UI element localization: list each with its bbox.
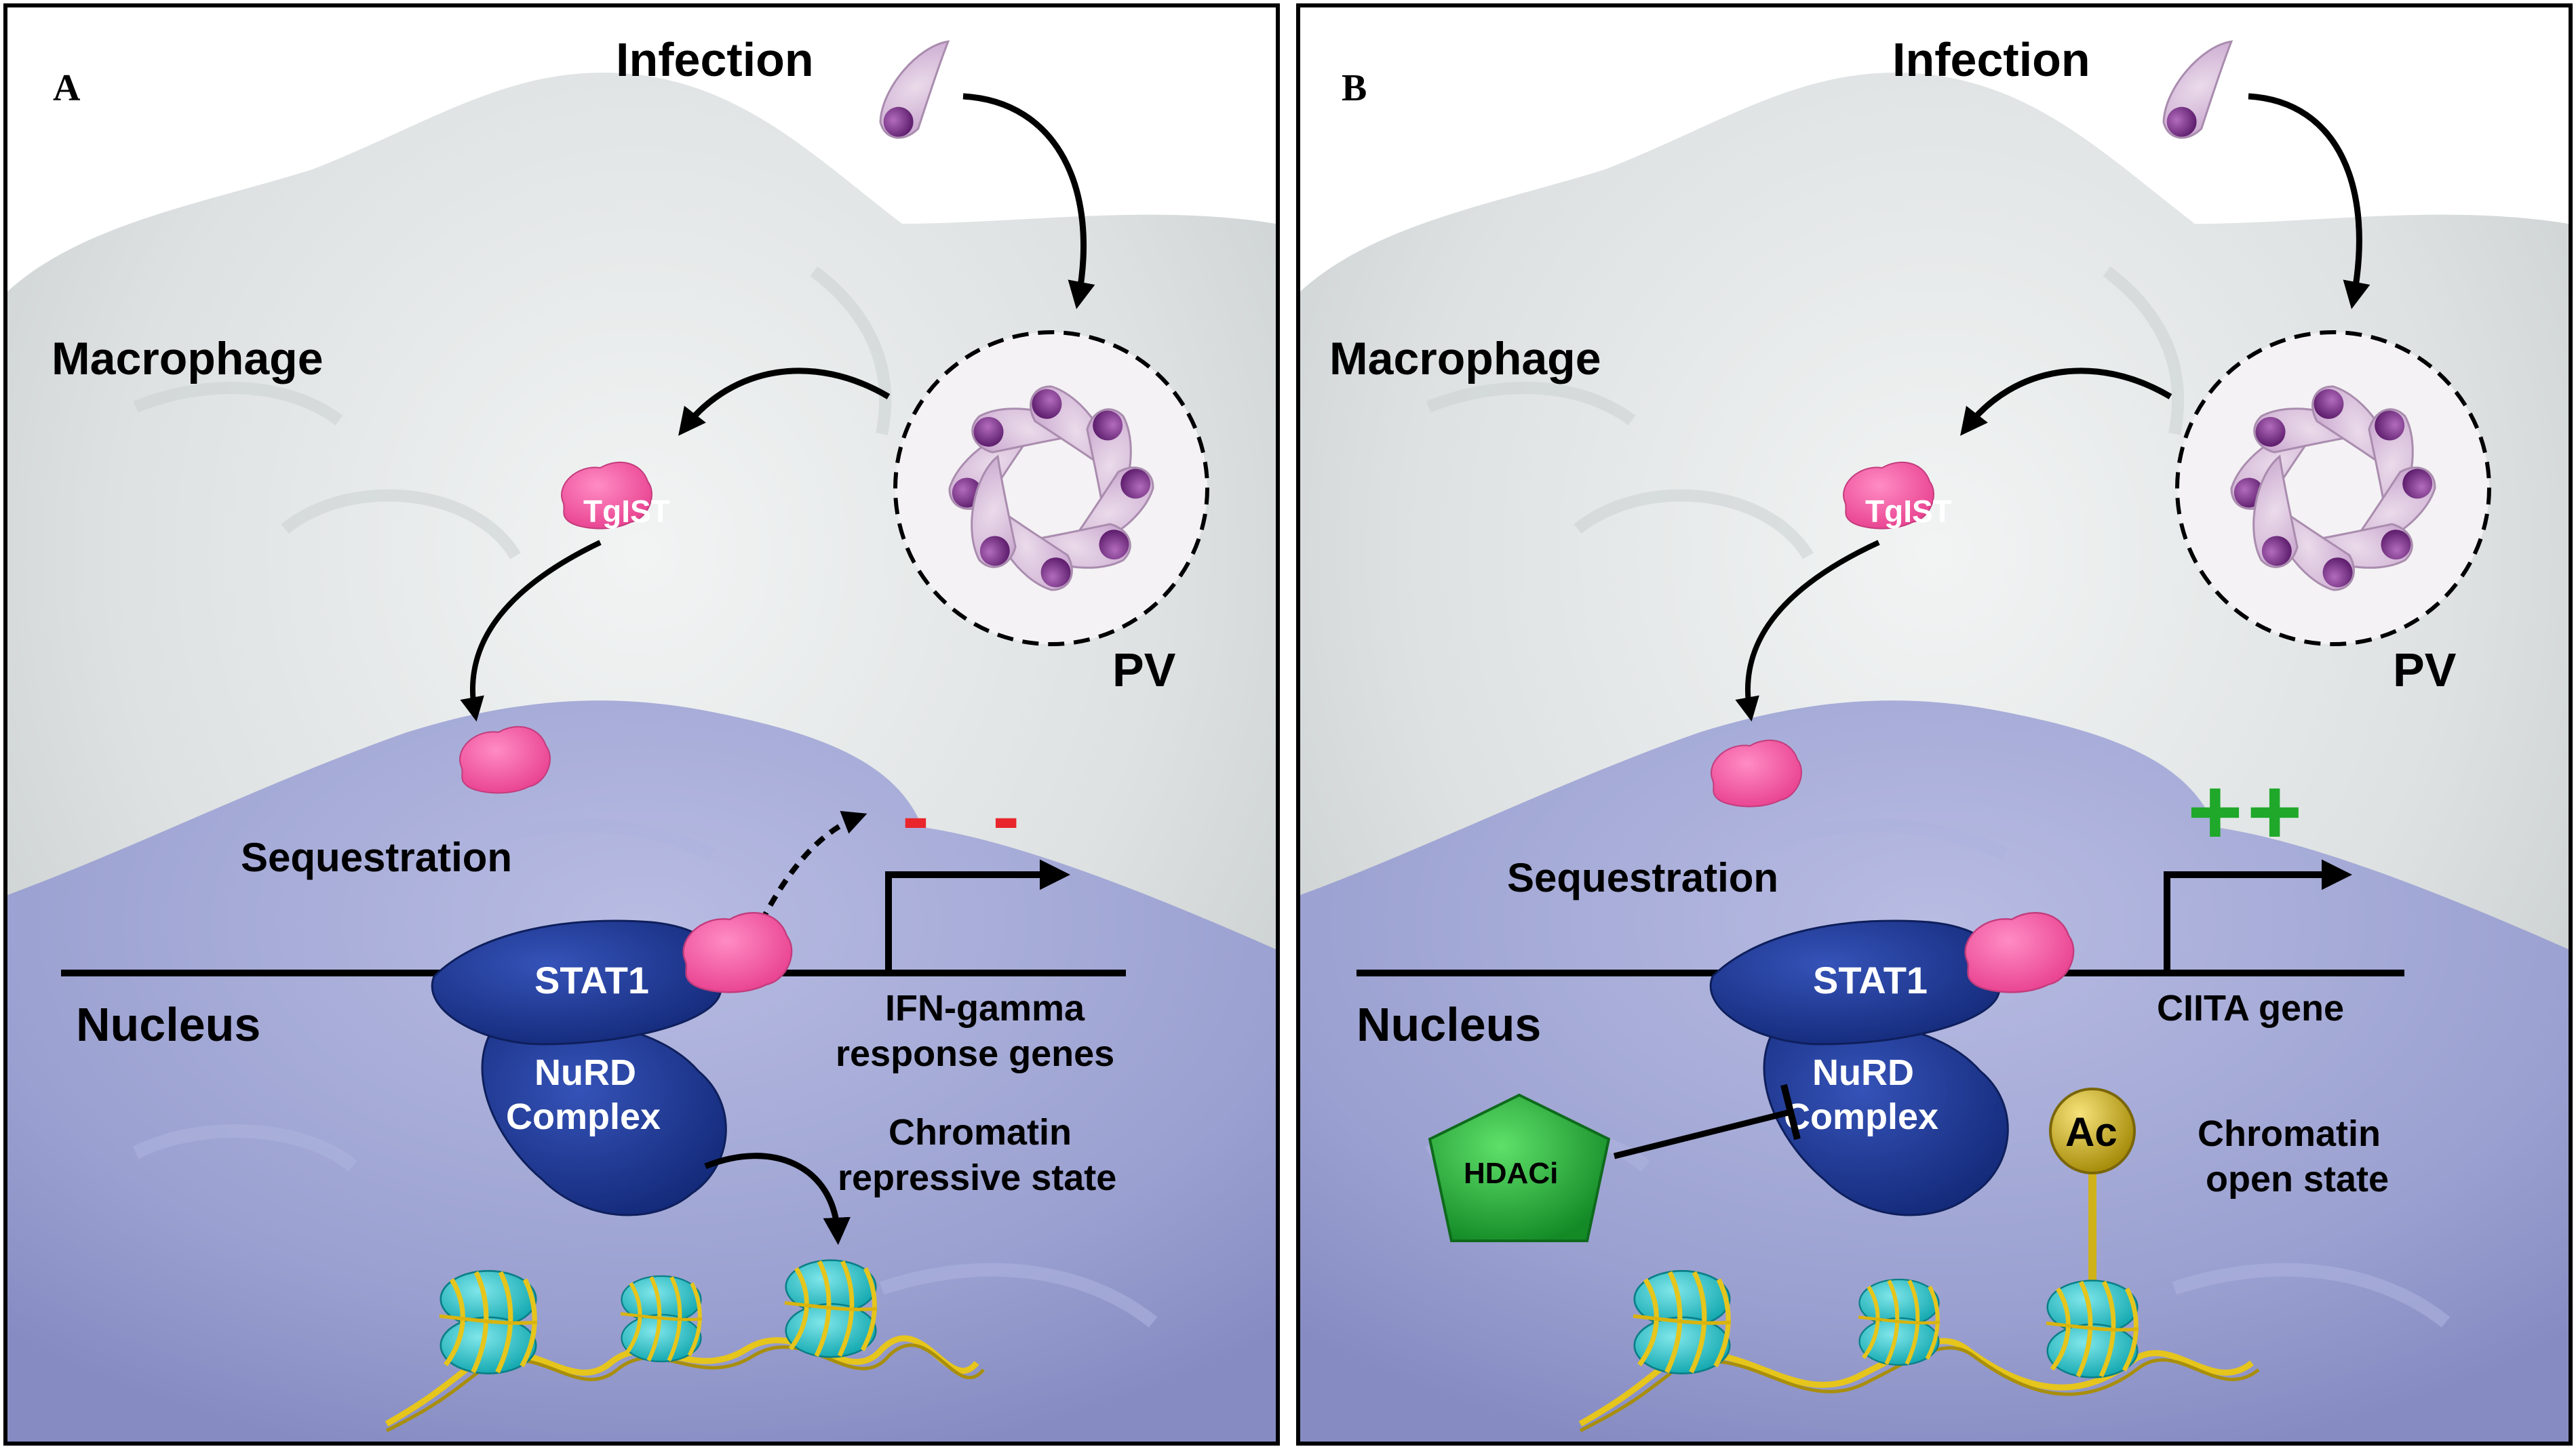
inhibition-line xyxy=(1613,1109,1792,1159)
tgist-label: TgIST xyxy=(583,494,670,529)
macrophage-label: Macrophage xyxy=(1329,333,1601,384)
gene-label-line1: IFN-gamma xyxy=(885,988,1085,1029)
chromatin-label-line1: Chromatin xyxy=(889,1112,1072,1153)
parasitophorous-vacuole xyxy=(893,330,1209,646)
expression-sign: ++ xyxy=(2187,758,2307,865)
panel-b: B Infection Macrophage PV TgIST Sequestr xyxy=(1296,3,2573,1446)
macrophage-label: Macrophage xyxy=(52,333,324,384)
nurd-label-line1: NuRD xyxy=(534,1052,636,1093)
acetyl-group xyxy=(2049,1088,2136,1174)
sequestration-label: Sequestration xyxy=(1507,855,1778,900)
inhibition-bar xyxy=(1780,1084,1801,1140)
sequestration-label: Sequestration xyxy=(241,835,512,880)
gene-label-line1: CIITA gene xyxy=(2157,988,2344,1029)
nurd-label-line2: Complex xyxy=(506,1096,661,1137)
nurd-label-line2: Complex xyxy=(1784,1096,1938,1137)
hdaci-label: HDACi xyxy=(1464,1157,1558,1190)
chromatin-label-line2: open state xyxy=(2206,1159,2389,1199)
nurd-label-line1: NuRD xyxy=(1812,1052,1914,1093)
panel-letter: A xyxy=(53,67,81,109)
nucleus-label: Nucleus xyxy=(1357,998,1541,1051)
secretion-arrow xyxy=(678,368,891,436)
expression-sign: - - xyxy=(902,771,1040,862)
tgist-label: TgIST xyxy=(1865,494,1952,529)
chromatin-label-line2: repressive state xyxy=(838,1157,1116,1198)
hdaci-pentagon xyxy=(1428,1093,1611,1242)
gene-label-line2: response genes xyxy=(836,1033,1114,1074)
nucleus-label: Nucleus xyxy=(76,998,260,1051)
infection-label: Infection xyxy=(1892,33,2090,86)
infection-arrow xyxy=(962,93,1095,309)
pv-label: PV xyxy=(2393,643,2457,696)
translocation-arrow xyxy=(460,540,602,722)
stat1-label: STAT1 xyxy=(1813,959,1928,1001)
stat1-label: STAT1 xyxy=(534,959,649,1001)
secretion-arrow xyxy=(1960,368,2172,436)
pv-label: PV xyxy=(1112,643,1176,696)
infection-label: Infection xyxy=(616,33,814,86)
parasitophorous-vacuole xyxy=(2175,330,2491,646)
translocation-arrow xyxy=(1735,540,1880,722)
chromatin-label-line1: Chromatin xyxy=(2198,1113,2381,1154)
promoter-arrow xyxy=(2164,859,2352,970)
infection-arrow xyxy=(2248,93,2370,309)
stat1-protein xyxy=(431,919,725,1046)
promoter-arrow xyxy=(885,859,1070,970)
chromatin-arrow xyxy=(704,1153,851,1246)
acetyl-label: Ac xyxy=(2065,1109,2118,1155)
panel-a: A Infection Macrophage PV xyxy=(3,3,1280,1446)
panel-letter: B xyxy=(1342,67,1367,109)
stat1-protein xyxy=(1709,919,2004,1046)
